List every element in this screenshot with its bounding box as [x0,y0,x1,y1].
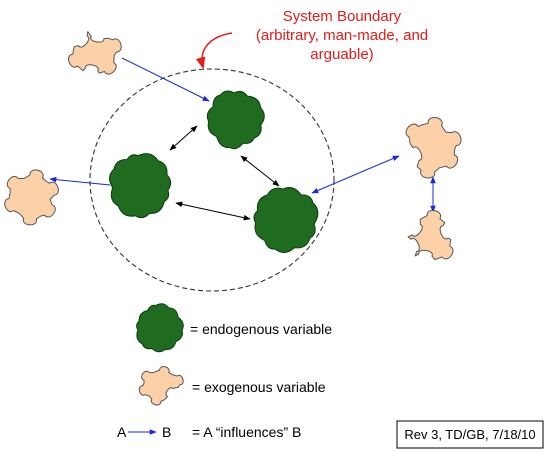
legend-endogenous-label: = endogenous variable [190,321,332,337]
endogenous-variable-node-left [109,153,172,219]
influence-arrow-exo-topleft-to-endo-top [121,57,210,102]
influence-arrow-endo-top-endo-bottom [240,155,280,187]
legend-arrow-to-label: B [162,424,171,440]
revision-label: Rev 3, TD/GB, 7/18/10 [404,427,535,442]
influence-arrow-endo-bottom-exo-right [311,155,400,194]
legend-exogenous-icon [138,366,184,406]
influence-arrow-endo-top-endo-left [169,125,198,151]
exogenous-variable-node-right [405,117,462,179]
influence-arrow-endo-left-to-exo-left [49,176,111,186]
exogenous-variable-node-lower-right [407,209,454,260]
boundary-title-line-2: (arbitrary, man-made, and [256,27,428,44]
revision-box [396,420,544,449]
legend-exogenous-label: = exogenous variable [192,379,326,395]
legend-endogenous-icon [136,303,184,353]
legend-influence-label: = A “influences” B [192,424,301,440]
endogenous-variable-node-top [206,90,265,150]
exogenous-variable-node-left [4,169,59,226]
boundary-title-line-3: arguable) [310,46,373,63]
legend-arrow-from-label: A [117,424,127,440]
influence-arrow-endo-left-endo-bottom [175,201,251,221]
endogenous-variable-node-bottom [253,187,319,253]
exogenous-variable-node-top-left [68,31,122,75]
boundary-callout-arrow [195,32,233,70]
boundary-title-line-1: System Boundary [283,8,402,25]
